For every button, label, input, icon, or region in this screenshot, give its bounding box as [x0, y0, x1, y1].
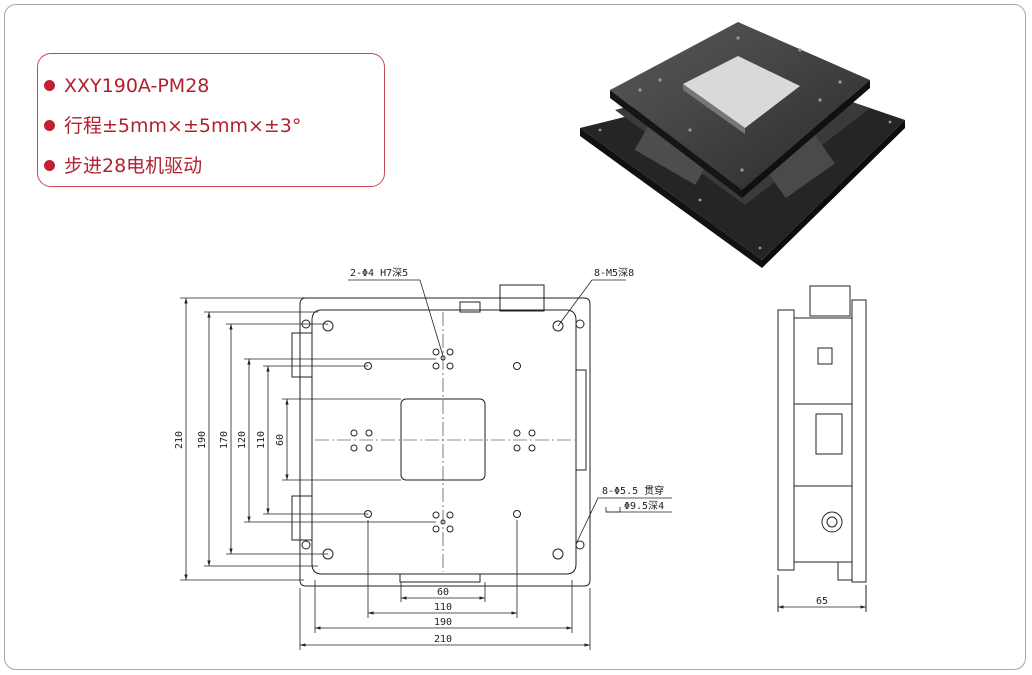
- render-opening: [683, 56, 800, 128]
- dim-left-120: 120: [237, 431, 248, 449]
- top-plate-outline: [311, 309, 577, 575]
- callout-tapped: 8-M5深8: [594, 267, 634, 279]
- side-top-plate: [851, 299, 867, 583]
- product-render: [580, 22, 905, 268]
- top-view: [291, 284, 591, 587]
- spec-item-motor: 步进28电机驱动: [44, 146, 384, 186]
- spec-travel-text: 行程±5mm×±5mm×±3°: [64, 115, 302, 137]
- side-knob-icon: [821, 511, 843, 533]
- dim-bottom-60: 60: [437, 587, 449, 598]
- render-motor-left: [634, 115, 716, 185]
- motor-block-right: [575, 369, 587, 471]
- render-bottom-edge-left: [580, 128, 762, 268]
- bullet-icon: [44, 160, 55, 171]
- spec-list: XXY190A-PM28 行程±5mm×±5mm×±3° 步进28电机驱动: [38, 54, 384, 186]
- render-opening-wall: [683, 84, 745, 134]
- render-top-edge-left: [610, 90, 742, 198]
- callout-leaders: [348, 279, 672, 545]
- render-top-edge-right: [742, 80, 870, 198]
- dim-left-60: 60: [275, 434, 286, 446]
- render-bottom-edge-right: [762, 120, 905, 268]
- motor-block-bottom: [399, 573, 481, 583]
- bottom-dimensions: [299, 520, 591, 650]
- counterbore-symbol: [605, 507, 621, 513]
- bullet-icon: [44, 80, 55, 91]
- spec-item-model: XXY190A-PM28: [44, 66, 384, 106]
- motor-block-top: [499, 284, 545, 312]
- bullet-icon: [44, 120, 55, 131]
- side-slide: [815, 413, 843, 455]
- spec-motor-text: 步进28电机驱动: [64, 155, 203, 177]
- callout-thru-2: Φ9.5深4: [624, 500, 664, 512]
- spec-item-travel: 行程±5mm×±5mm×±3°: [44, 106, 384, 146]
- render-motor-right: [765, 134, 835, 198]
- callout-thru-1: 8-Φ5.5 贯穿: [602, 484, 664, 497]
- side-connector: [817, 347, 833, 365]
- dim-left-110: 110: [256, 431, 267, 449]
- side-top-motor: [809, 285, 851, 317]
- spec-model-text: XXY190A-PM28: [64, 75, 210, 97]
- dim-left-190: 190: [197, 431, 208, 449]
- side-view: [777, 285, 867, 612]
- base-plate-outline: [299, 297, 591, 587]
- side-foot: [837, 561, 853, 581]
- dim-left-210: 210: [174, 431, 185, 449]
- spec-box: XXY190A-PM28 行程±5mm×±5mm×±3° 步进28电机驱动: [37, 53, 385, 187]
- side-lower-block: [793, 485, 853, 563]
- leader-thru: [575, 497, 672, 545]
- render-holes: [598, 36, 892, 250]
- side-base-plate: [777, 309, 795, 571]
- motor-block-left-top: [291, 332, 313, 378]
- leader-tapped: [557, 279, 626, 327]
- mounting-holes: [301, 319, 585, 560]
- side-knob-inner: [826, 516, 838, 528]
- leader-dowel: [348, 279, 444, 357]
- side-upper-block: [793, 317, 853, 405]
- motor-block-left-bottom: [291, 495, 313, 541]
- side-middle-block: [793, 403, 853, 487]
- dim-side-65: 65: [816, 596, 828, 607]
- dim-bottom-210: 210: [434, 634, 452, 645]
- dim-bottom-110: 110: [434, 602, 452, 613]
- connector-top: [459, 301, 481, 313]
- callout-dowel: 2-Φ4 H7深5: [350, 267, 408, 279]
- dim-bottom-190: 190: [434, 617, 452, 628]
- left-dimensions: [180, 297, 436, 581]
- dim-left-170: 170: [219, 431, 230, 449]
